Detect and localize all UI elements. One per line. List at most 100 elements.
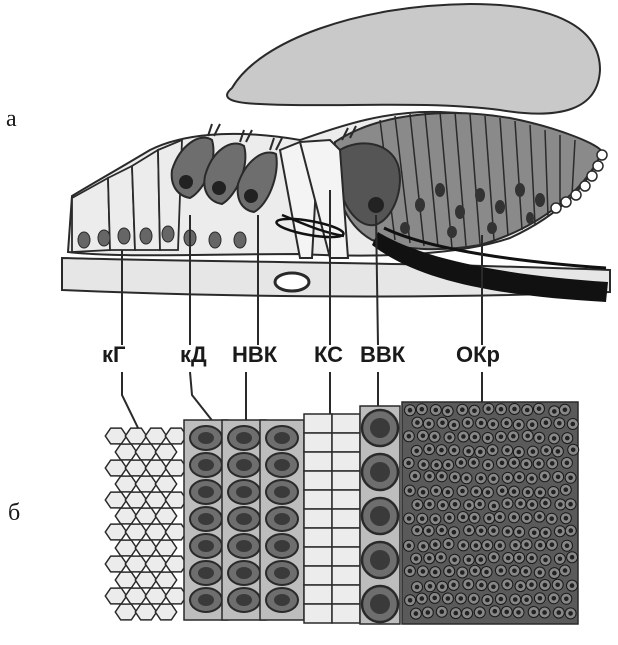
hex-cell	[135, 476, 156, 492]
supporting-cell-nucleus	[484, 570, 489, 575]
outer-hair-cell-nucleus	[236, 459, 252, 471]
pillar-cell	[332, 490, 360, 509]
supporting-cell-nucleus	[524, 542, 529, 547]
inner-hair-cell-nucleus	[368, 197, 384, 213]
supporting-cell-nucleus	[447, 435, 452, 440]
supporting-cell-nucleus	[447, 515, 452, 520]
supporting-cell-nucleus	[499, 435, 504, 440]
label-kd: кД	[180, 342, 207, 367]
supporting-cell-nucleus	[550, 542, 555, 547]
hex-cell	[135, 572, 156, 588]
pillar-cell	[332, 433, 360, 452]
hex-cell	[115, 604, 136, 620]
pillar-cell	[332, 566, 360, 585]
supporting-cell-nucleus	[492, 504, 497, 509]
supporting-cell-nucleus	[536, 461, 541, 466]
supporting-cell-nucleus	[427, 421, 432, 426]
supporting-cell-nucleus	[434, 408, 439, 413]
supporting-cell-nucleus	[565, 461, 570, 466]
outer-hair-cell-nucleus	[274, 567, 290, 579]
hex-cell	[155, 604, 176, 620]
hex-cell	[155, 540, 176, 556]
supporting-cell-nucleus	[556, 475, 561, 480]
outer-hair-cell-nucleus	[198, 567, 214, 579]
outer-hair-cell-nucleus	[198, 486, 214, 498]
pillar-cell	[304, 471, 332, 490]
supporting-cell-nucleus	[407, 543, 412, 548]
hex-cell	[125, 428, 146, 444]
supporting-cell-nucleus	[427, 447, 432, 452]
supporting-cell-nucleus	[544, 420, 549, 425]
hex-cell	[105, 524, 126, 540]
hex-cell	[145, 492, 166, 508]
supporting-cell-nucleus	[543, 583, 548, 588]
hex-cell	[145, 556, 166, 572]
supporting-cell-nucleus	[454, 611, 459, 616]
supporting-cell-nucleus	[525, 408, 530, 413]
outer-hair-cell-columns	[184, 420, 304, 620]
supporting-cell-nucleus	[524, 516, 529, 521]
supporting-cell-nucleus	[543, 501, 548, 506]
hex-cell	[105, 428, 126, 444]
supporting-cell-nucleus	[415, 528, 420, 533]
supporting-cell-nucleus	[421, 569, 426, 574]
outer-hair-cell-nucleus	[198, 432, 214, 444]
supporting-cell-nucleus	[498, 543, 503, 548]
supporting-cell-nucleus	[498, 515, 503, 520]
supporting-cell-nucleus	[421, 544, 426, 549]
supporting-cell-nucleus	[459, 596, 464, 601]
supporting-cell-nucleus	[447, 569, 452, 574]
supporting-cell-nucleus	[472, 516, 477, 521]
supporting-cell-nucleus	[490, 448, 495, 453]
supporting-cell-nucleus	[571, 448, 576, 453]
hex-cell	[105, 556, 126, 572]
supporting-cell-nucleus	[487, 516, 492, 521]
supporting-cell-nucleus	[408, 598, 413, 603]
pillar-cell	[304, 452, 332, 471]
supporting-cell-nucleus	[530, 422, 535, 427]
supporting-cell-nucleus	[452, 530, 457, 535]
hex-cell	[155, 572, 176, 588]
supporting-cell-nucleus	[524, 569, 529, 574]
supporting-cell-nucleus	[452, 558, 457, 563]
hex-cell	[115, 508, 136, 524]
supporting-cell-nucleus	[434, 489, 439, 494]
supporting-cell-nucleus	[505, 448, 510, 453]
hex-cell	[135, 444, 156, 460]
supporting-cell-nucleus	[426, 528, 431, 533]
outer-hair-cell-nucleus	[274, 513, 290, 525]
supporting-cell-nucleus	[453, 502, 458, 507]
supporting-cell-nucleus	[529, 476, 534, 481]
supporting-cell-nucleus	[513, 543, 518, 548]
hex-cell	[115, 476, 136, 492]
supporting-cell-nucleus	[552, 436, 557, 441]
pillar-cell	[332, 528, 360, 547]
supporting-cell-nucleus	[499, 407, 504, 412]
supporting-cell-nucleus	[529, 582, 534, 587]
inner-hair-cell-nucleus	[370, 462, 390, 482]
supporting-cell-nucleus	[570, 555, 575, 560]
hex-cell	[135, 508, 156, 524]
supporting-cell-nucleus	[415, 420, 420, 425]
supporting-cell-nucleus	[474, 543, 479, 548]
supporting-cell-nucleus	[537, 436, 542, 441]
outer-hair-cell-nucleus	[274, 459, 290, 471]
supporting-cell-nucleus	[543, 558, 548, 563]
supporting-cell-nucleus	[518, 501, 523, 506]
supporting-cell-nucleus	[451, 583, 456, 588]
supporting-cell-nucleus	[538, 490, 543, 495]
supporting-cell-nucleus	[499, 568, 504, 573]
pillar-cell	[304, 509, 332, 528]
label-vvk: ВВК	[360, 342, 406, 367]
pillar-cell	[304, 414, 332, 433]
inner-hair-cell-nucleus	[370, 550, 390, 570]
hex-cell	[125, 556, 146, 572]
supporting-cell-nucleus	[485, 543, 490, 548]
supporting-cell-nucleus	[552, 409, 557, 414]
supporting-cell-nucleus	[460, 570, 465, 575]
supporting-cell-nucleus	[461, 515, 466, 520]
supporting-cell-nucleus	[433, 517, 438, 522]
supporting-cell-nucleus	[570, 583, 575, 588]
supporting-cell-nucleus	[504, 421, 509, 426]
supporting-cell-nucleus	[440, 584, 445, 589]
